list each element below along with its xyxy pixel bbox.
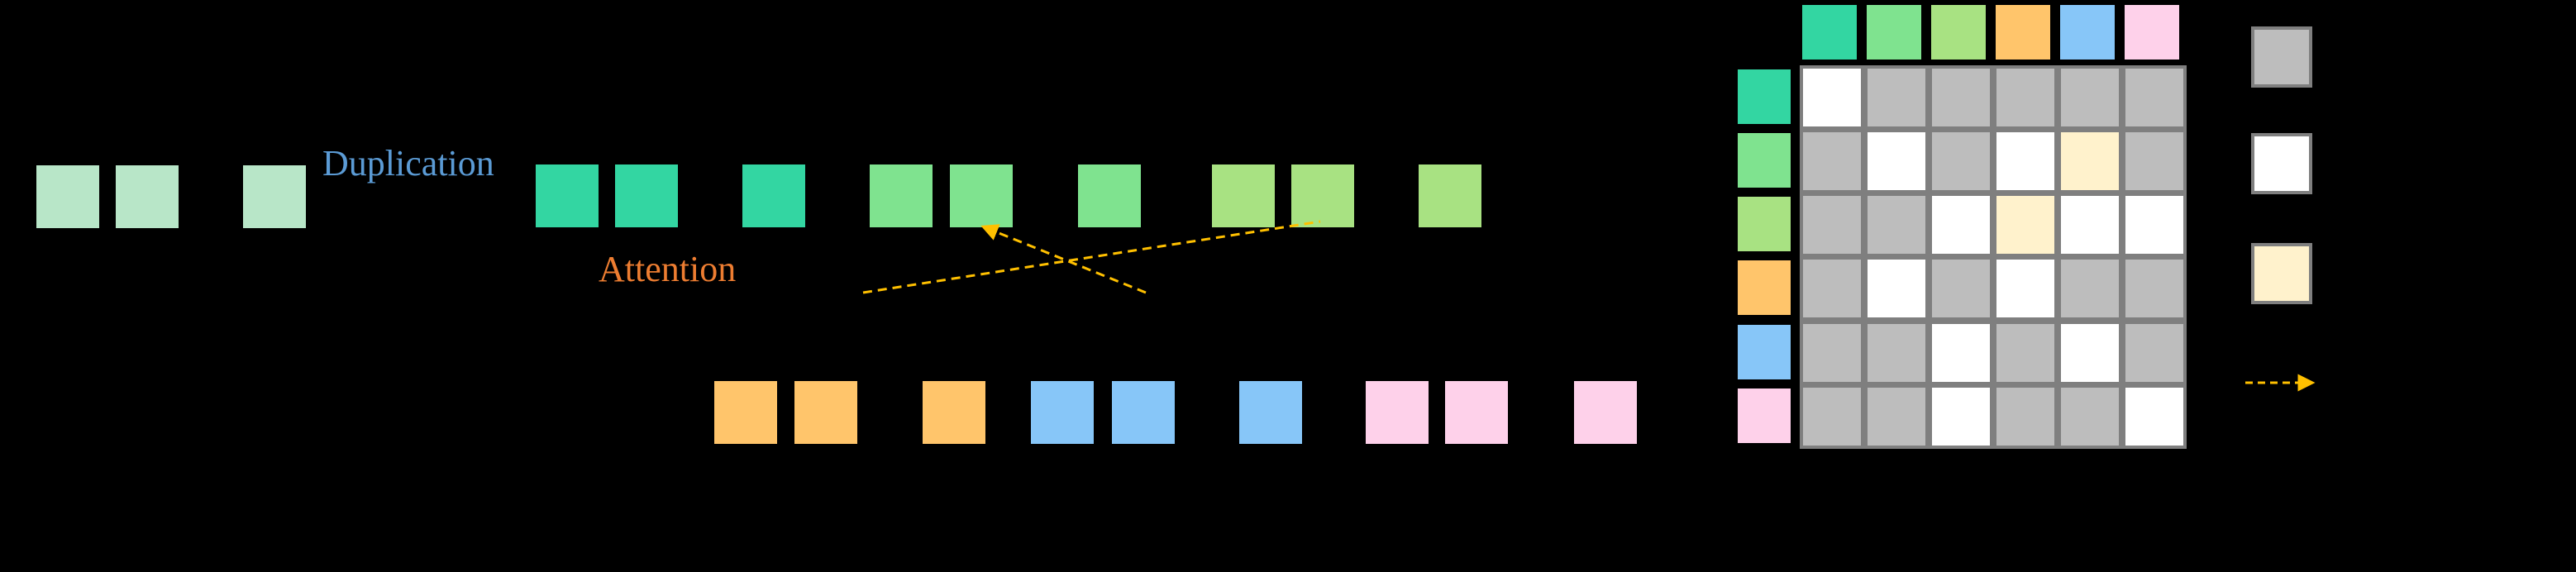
matrix-cell-r1-c6 <box>2122 65 2187 130</box>
duplicated-token-row-top <box>536 164 1481 227</box>
top-token-teal-3 <box>742 164 805 227</box>
attention-label: Attention <box>599 249 737 289</box>
input-token-light_green-3 <box>243 165 306 228</box>
matrix-cell-r4-c5 <box>2058 256 2122 321</box>
matrix-cell-r2-c2 <box>1864 129 1929 193</box>
input-token-light_green-1 <box>36 165 99 228</box>
matrix-cell-r3-c4 <box>1993 193 2058 257</box>
matrix-column-header-5 <box>2060 5 2115 60</box>
attention-arrow-forward <box>862 220 1321 294</box>
legend-swatch-gray <box>2251 26 2312 88</box>
matrix-cell-r6-c6 <box>2122 384 2187 449</box>
top-token-green-6 <box>1078 164 1141 227</box>
legend-swatch-white <box>2251 133 2312 194</box>
matrix-cell-r5-c3 <box>1929 321 1993 385</box>
bottom-token-orange-3 <box>923 381 985 444</box>
matrix-cell-r4-c1 <box>1800 256 1864 321</box>
bottom-token-pink-7 <box>1366 381 1429 444</box>
top-token-green-5 <box>950 164 1013 227</box>
matrix-cell-r6-c3 <box>1929 384 1993 449</box>
top-token-teal-1 <box>536 164 599 227</box>
top-token-lime-7 <box>1212 164 1275 227</box>
duplication-label: Duplication <box>322 143 494 184</box>
matrix-cell-r2-c1 <box>1800 129 1864 193</box>
matrix-cell-r5-c2 <box>1864 321 1929 385</box>
matrix-row-header-3 <box>1738 197 1791 251</box>
mask-legend <box>2245 26 2316 392</box>
matrix-column-header-1 <box>1802 5 1857 60</box>
matrix-cell-r1-c5 <box>2058 65 2122 130</box>
matrix-row-header-6 <box>1738 388 1791 443</box>
bottom-token-blue-6 <box>1239 381 1302 444</box>
bottom-token-orange-2 <box>794 381 857 444</box>
matrix-row-header-1 <box>1738 69 1791 124</box>
matrix-column-header-3 <box>1931 5 1986 60</box>
bottom-token-blue-5 <box>1112 381 1175 444</box>
top-token-lime-9 <box>1419 164 1481 227</box>
matrix-cell-r6-c2 <box>1864 384 1929 449</box>
matrix-cell-r3-c3 <box>1929 193 1993 257</box>
matrix-cell-r2-c4 <box>1993 129 2058 193</box>
matrix-column-header-2 <box>1867 5 1921 60</box>
matrix-cell-r6-c4 <box>1993 384 2058 449</box>
bottom-token-pink-8 <box>1445 381 1508 444</box>
matrix-cell-r5-c1 <box>1800 321 1864 385</box>
matrix-row-header-5 <box>1738 325 1791 379</box>
attention-arrows <box>862 220 1321 294</box>
matrix-cell-r3-c5 <box>2058 193 2122 257</box>
legend-swatch-cream <box>2251 243 2312 304</box>
matrix-cell-r5-c6 <box>2122 321 2187 385</box>
matrix-cell-r1-c2 <box>1864 65 1929 130</box>
matrix-cell-r5-c5 <box>2058 321 2122 385</box>
matrix-cell-r3-c6 <box>2122 193 2187 257</box>
matrix-column-header-6 <box>2125 5 2179 60</box>
bottom-token-blue-4 <box>1031 381 1094 444</box>
matrix-cell-r1-c3 <box>1929 65 1993 130</box>
matrix-cell-r4-c4 <box>1993 256 2058 321</box>
matrix-cell-r2-c3 <box>1929 129 1993 193</box>
matrix-cell-r4-c2 <box>1864 256 1929 321</box>
matrix-cell-r4-c6 <box>2122 256 2187 321</box>
matrix-cell-r6-c1 <box>1800 384 1864 449</box>
bottom-token-pink-9 <box>1574 381 1637 444</box>
top-token-teal-2 <box>615 164 678 227</box>
matrix-row-header-2 <box>1738 133 1791 188</box>
top-token-lime-8 <box>1291 164 1354 227</box>
bottom-token-orange-1 <box>714 381 777 444</box>
matrix-column-header-4 <box>1996 5 2050 60</box>
matrix-cell-r6-c5 <box>2058 384 2122 449</box>
input-token-light_green-2 <box>116 165 179 228</box>
attention-mask-matrix <box>1738 5 2187 449</box>
matrix-cell-r2-c6 <box>2122 129 2187 193</box>
matrix-cell-r4-c3 <box>1929 256 1993 321</box>
matrix-cell-r5-c4 <box>1993 321 2058 385</box>
matrix-cell-r1-c1 <box>1800 65 1864 130</box>
matrix-cell-r3-c1 <box>1800 193 1864 257</box>
top-token-green-4 <box>870 164 933 227</box>
matrix-cell-r1-c4 <box>1993 65 2058 130</box>
input-token-row <box>36 165 306 228</box>
duplicated-token-row-bottom <box>714 381 1637 444</box>
matrix-row-header-4 <box>1738 260 1791 315</box>
matrix-cell-r3-c2 <box>1864 193 1929 257</box>
attention-arrow-back <box>980 224 1147 294</box>
matrix-cell-r2-c5 <box>2058 129 2122 193</box>
